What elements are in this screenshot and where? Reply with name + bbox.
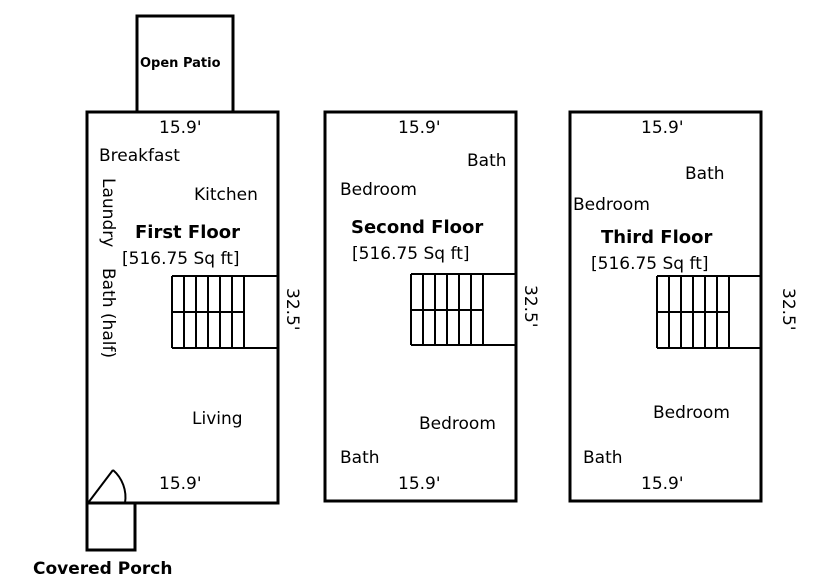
room-bath: Bath <box>467 151 507 171</box>
second-floor-width-top: 15.9' <box>398 118 441 138</box>
room-bath: Bath <box>340 448 380 468</box>
third-floor-outline <box>568 110 763 503</box>
second-floor-stairs <box>410 273 517 346</box>
room-bedroom: Bedroom <box>653 403 730 423</box>
room-bath-half: Bath (half) <box>98 268 118 359</box>
room-living: Living <box>192 409 243 429</box>
first-floor-width-top: 15.9' <box>159 118 202 138</box>
room-breakfast: Breakfast <box>99 146 180 166</box>
room-bath: Bath <box>685 164 725 184</box>
first-floor-stairs <box>171 275 279 349</box>
first-floor-width-bottom: 15.9' <box>159 474 202 494</box>
door-swing-icon <box>87 469 127 504</box>
third-floor-width-top: 15.9' <box>641 118 684 138</box>
open-patio-label: Open Patio <box>140 56 221 71</box>
room-bedroom: Bedroom <box>419 414 496 434</box>
room-laundry: Laundry <box>98 178 118 248</box>
second-floor-width-bottom: 15.9' <box>398 474 441 494</box>
second-floor-title: Second Floor <box>351 217 484 238</box>
third-floor-stairs <box>656 275 762 349</box>
third-floor-width-bottom: 15.9' <box>641 474 684 494</box>
covered-porch-outline <box>85 501 137 552</box>
room-bedroom: Bedroom <box>340 180 417 200</box>
second-floor-area: [516.75 Sq ft] <box>352 244 470 264</box>
first-floor-title: First Floor <box>135 222 241 243</box>
third-floor-area: [516.75 Sq ft] <box>591 254 709 274</box>
first-floor-area: [516.75 Sq ft] <box>122 249 240 269</box>
third-floor-title: Third Floor <box>601 227 713 248</box>
room-kitchen: Kitchen <box>194 185 258 205</box>
room-bath: Bath <box>583 448 623 468</box>
third-floor-depth: 32.5' <box>778 288 798 331</box>
room-bedroom: Bedroom <box>573 195 650 215</box>
second-floor-depth: 32.5' <box>520 285 540 328</box>
covered-porch-label: Covered Porch <box>33 559 173 579</box>
first-floor-depth: 32.5' <box>282 288 302 331</box>
